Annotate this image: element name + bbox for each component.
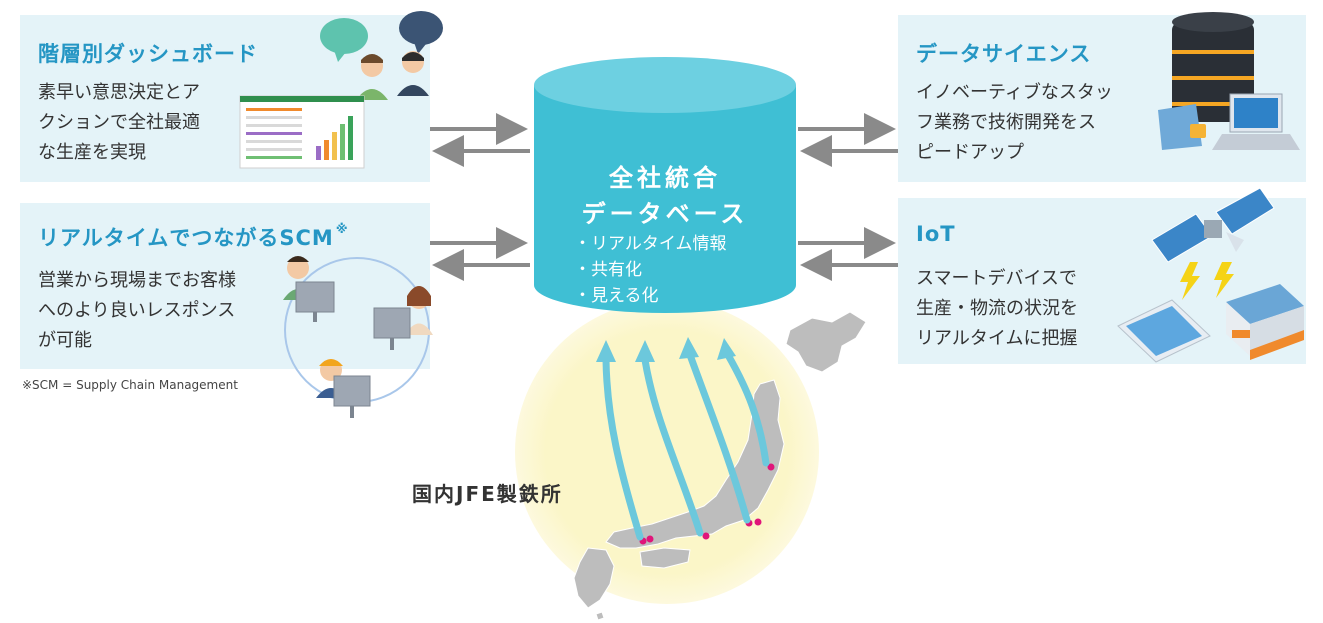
- dashboard-line: な生産を実現: [38, 142, 146, 163]
- database-title-line2: データベース: [581, 200, 749, 228]
- data-flow-arrowheads: [596, 337, 736, 362]
- dashboard-line: 素早い意思決定とア: [38, 82, 200, 103]
- datascience-line: フ業務で技術開発をス: [916, 112, 1096, 133]
- iot-line: 生産・物流の状況を: [916, 298, 1078, 319]
- scm-line: へのより良いレスポンス: [38, 300, 236, 321]
- people-chat-icon: [320, 11, 443, 100]
- database-item: ・見える化: [574, 286, 659, 306]
- dashboard-description: 素早い意思決定とア クションで全社最適 な生産を実現: [38, 78, 200, 168]
- dashboard-line: クションで全社最適: [38, 112, 200, 133]
- database-title-line1: 全社統合: [609, 164, 721, 192]
- database-items: ・リアルタイム情報 ・共有化 ・見える化: [574, 231, 727, 309]
- data-flow-arrows: [602, 351, 770, 541]
- workers-network-icon: [283, 256, 433, 418]
- iot-description: スマートデバイスで 生産・物流の状況を リアルタイムに把握: [916, 264, 1078, 354]
- panel-scm: [20, 203, 430, 369]
- datascience-title: データサイエンス: [916, 42, 1092, 66]
- database-cylinder: [534, 57, 796, 313]
- scm-line: 営業から現場までお客様: [38, 270, 236, 291]
- scm-title-text: リアルタイムでつながるSCM: [38, 226, 334, 250]
- satellite-icon: [1151, 187, 1275, 263]
- lightning-icons: [1180, 262, 1234, 300]
- footnote: ※SCM = Supply Chain Management: [22, 378, 238, 392]
- scm-description: 営業から現場までお客様 へのより良いレスポンス が可能: [38, 266, 236, 356]
- scm-title-mark: ※: [335, 222, 349, 236]
- iot-title: IoT: [916, 222, 956, 246]
- datascience-line: ピードアップ: [916, 142, 1024, 163]
- spreadsheet-icon: [239, 95, 365, 169]
- connector-arrows: [430, 113, 898, 281]
- tablet-icon: [1117, 299, 1211, 363]
- map-label: 国内JFE製鉄所: [412, 482, 563, 506]
- database-item: ・リアルタイム情報: [574, 234, 727, 254]
- iot-line: リアルタイムに把握: [916, 328, 1078, 349]
- database-item: ・共有化: [574, 260, 642, 280]
- server-icon: [1172, 12, 1254, 122]
- scm-title: リアルタイムでつながるSCM※: [38, 222, 348, 252]
- factory-icon: [1226, 284, 1304, 360]
- laptop-icon: [1158, 93, 1300, 150]
- dashboard-title: 階層別ダッシュボード: [38, 42, 258, 66]
- iot-line: スマートデバイスで: [916, 268, 1077, 289]
- datascience-description: イノベーティブなスタッ フ業務で技術開発をス ピードアップ: [916, 78, 1113, 168]
- datascience-line: イノベーティブなスタッ: [916, 82, 1113, 103]
- scm-line: が可能: [38, 330, 92, 351]
